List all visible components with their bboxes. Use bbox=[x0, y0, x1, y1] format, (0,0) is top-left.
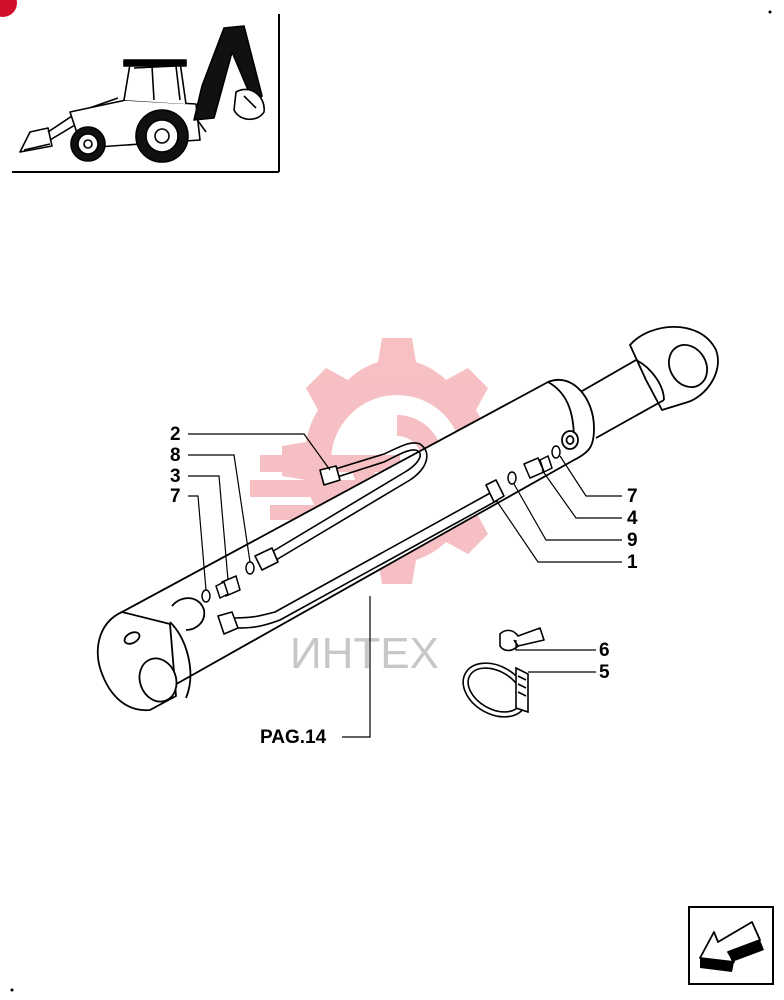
fittings-right bbox=[507, 445, 561, 485]
leader-3 bbox=[188, 475, 229, 581]
seal-ring-8 bbox=[245, 561, 255, 575]
callout-7-left: 7 bbox=[170, 486, 181, 507]
leader-pag14 bbox=[342, 596, 371, 738]
callout-2: 2 bbox=[170, 424, 181, 445]
callout-8: 8 bbox=[170, 445, 181, 466]
next-page-arrow-icon[interactable] bbox=[688, 906, 774, 985]
clamp-clip bbox=[499, 627, 545, 652]
leader-9 bbox=[513, 483, 622, 541]
fittings-left bbox=[201, 561, 255, 603]
leader-4 bbox=[541, 469, 622, 519]
callout-7-right: 7 bbox=[627, 486, 638, 507]
page-dot-bottom-left bbox=[10, 988, 14, 992]
watermark-text: ИНТЕХ bbox=[290, 629, 439, 678]
hydraulic-cylinder bbox=[96, 326, 719, 712]
callout-4: 4 bbox=[627, 508, 638, 529]
callout-9: 9 bbox=[627, 530, 638, 551]
callout-6: 6 bbox=[599, 640, 610, 661]
leader-6 bbox=[515, 640, 596, 651]
callout-5: 5 bbox=[599, 662, 610, 683]
callout-1: 1 bbox=[627, 552, 638, 573]
page-reference[interactable]: PAG.14 bbox=[260, 727, 327, 748]
seal-ring-9 bbox=[507, 471, 517, 485]
hose-clamp bbox=[462, 662, 529, 718]
cylinder-barrel bbox=[121, 379, 595, 701]
leader-7-right bbox=[559, 455, 622, 497]
page-dot-top-right bbox=[768, 10, 772, 14]
seal-ring-7-right bbox=[551, 445, 561, 459]
pipe-upper bbox=[254, 442, 428, 571]
corner-badge bbox=[0, 0, 17, 17]
thumbnail-frame bbox=[12, 14, 280, 173]
callout-3: 3 bbox=[170, 466, 181, 487]
leader-8 bbox=[188, 454, 251, 563]
seal-ring-7-left bbox=[201, 589, 211, 603]
leader-1 bbox=[495, 499, 622, 563]
backhoe-loader-icon bbox=[19, 25, 265, 163]
leader-lines bbox=[188, 433, 622, 738]
leader-7-left bbox=[188, 495, 207, 591]
pipe-lower bbox=[217, 479, 505, 635]
leader-2 bbox=[188, 433, 331, 471]
